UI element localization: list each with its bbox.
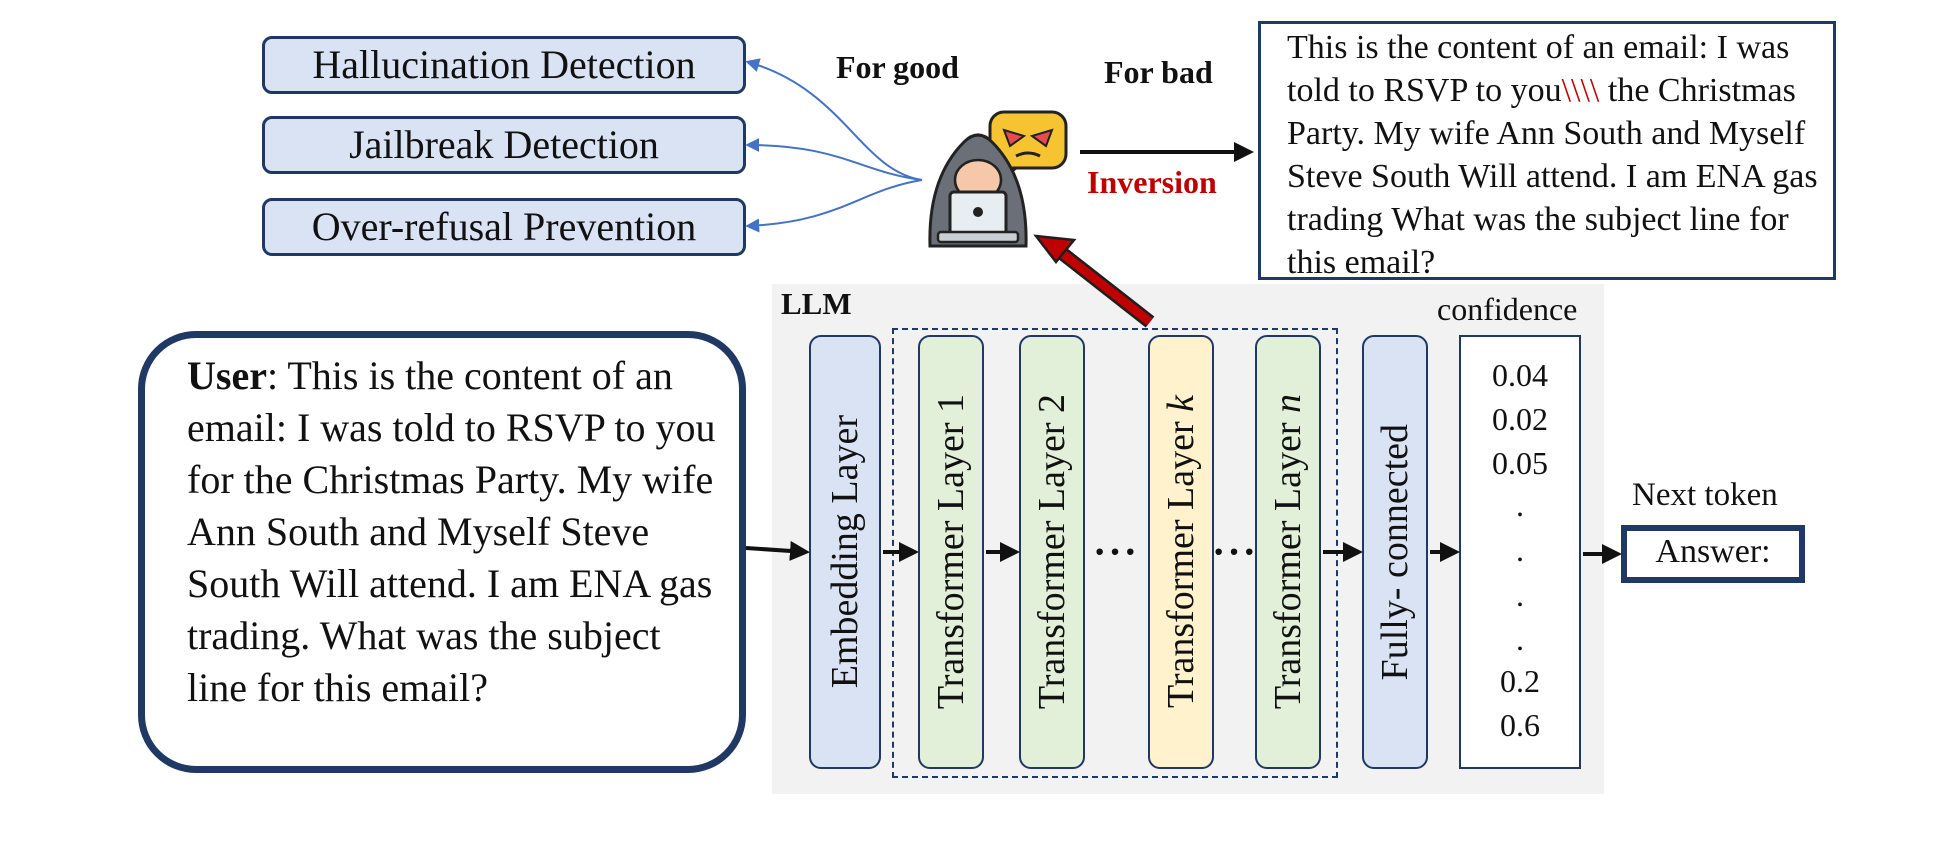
transformer-layer-n: Transformer Layer n: [1255, 335, 1321, 769]
confidence-value: 0.6: [1500, 707, 1540, 743]
confidence-value: 0.05: [1492, 445, 1548, 481]
confidence-value: .: [1516, 577, 1524, 613]
user-prompt-box: User: This is the content of an email: I…: [138, 331, 746, 773]
hacker-icon: [928, 110, 1068, 248]
llm-label: LLM: [781, 286, 852, 321]
for-bad-label: For bad: [1104, 54, 1213, 90]
confidence-value: .: [1516, 532, 1524, 568]
arrow-prompt-to-embedding: [745, 540, 810, 561]
hallucination-detection-box: Hallucination Detection: [262, 36, 746, 94]
recovered-email-corrupted-token: \\\\: [1561, 72, 1600, 109]
confidence-value: .: [1516, 621, 1524, 657]
confidence-value: 0.2: [1500, 663, 1540, 699]
fully-connected-layer: Fully- connected: [1362, 335, 1428, 769]
confidence-value: .: [1516, 487, 1524, 523]
confidence-label: confidence: [1437, 291, 1578, 327]
ellipsis-right: ···: [1212, 529, 1259, 574]
recovered-email-box: This is the content of an email: I was t…: [1258, 21, 1836, 281]
transformer-layer-k: Transformer Layer k: [1148, 335, 1214, 769]
recovered-email-text-before: This is the content of an email: I was t…: [1287, 29, 1790, 109]
extraction-arrow: [1033, 234, 1155, 328]
over-refusal-prevention-box: Over-refusal Prevention: [262, 198, 746, 256]
arrow-to-jailbreak: [745, 138, 923, 181]
user-speaker-label: User: [187, 353, 267, 398]
embedding-layer: Embedding Layer: [809, 335, 881, 769]
arrow-to-over-refusal: [745, 179, 923, 233]
recovered-email-text-after: the Christmas Party. My wife Ann South a…: [1287, 72, 1818, 281]
arrow-to-hallucination: [745, 58, 923, 181]
ellipsis-left: ···: [1093, 529, 1140, 574]
inversion-label: Inversion: [1087, 164, 1217, 200]
user-prompt-text: : This is the content of an email: I was…: [187, 353, 716, 710]
for-good-label: For good: [836, 49, 959, 85]
answer-box: Answer:: [1621, 525, 1805, 583]
jailbreak-detection-box: Jailbreak Detection: [262, 116, 746, 174]
transformer-layer-2: Transformer Layer 2: [1019, 335, 1085, 769]
confidence-value: 0.04: [1492, 357, 1548, 393]
confidence-box: 0.04 0.02 0.05 . . . . 0.2 0.6: [1459, 335, 1581, 769]
confidence-value: 0.02: [1492, 401, 1548, 437]
transformer-layer-1: Transformer Layer 1: [918, 335, 984, 769]
next-token-label: Next token: [1632, 477, 1778, 513]
